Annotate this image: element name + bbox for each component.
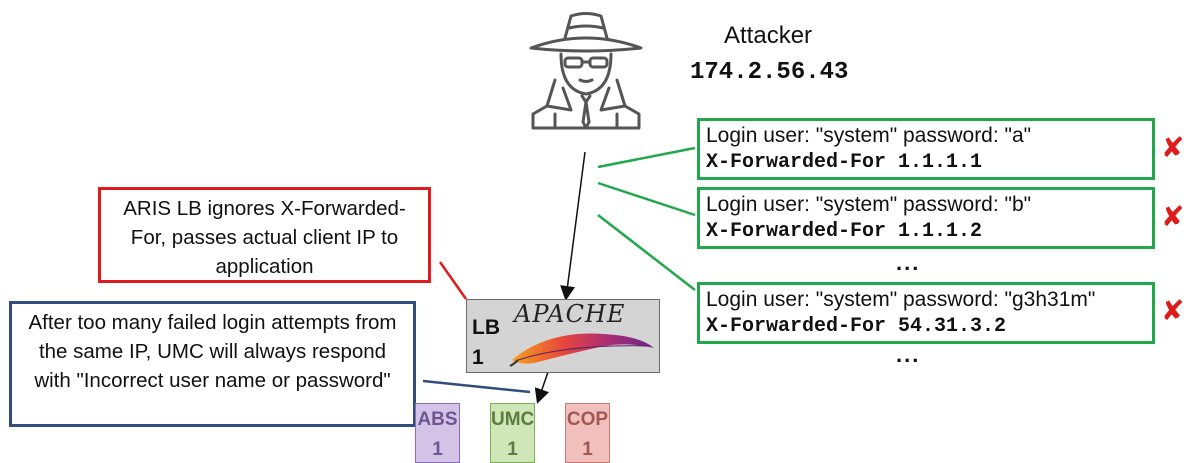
fail-x-icon: ✘ xyxy=(1161,295,1185,326)
xff-header: X-Forwarded-For 1.1.1.2 xyxy=(706,220,983,243)
attacker-name: Attacker xyxy=(724,22,813,49)
lb-to-umc-arrow xyxy=(534,371,550,404)
app-cop: COP 1 xyxy=(565,403,610,463)
app-name: UMC xyxy=(491,409,535,430)
attacker-to-lb-arrow xyxy=(560,151,586,301)
umc-note-text: After too many failed login attempts fro… xyxy=(28,311,397,392)
fail-x-icon: ✘ xyxy=(1161,132,1185,163)
apache-feather-icon xyxy=(509,333,654,367)
load-balancer-box xyxy=(466,299,660,373)
login-credentials: Login user: "system" password: "a" xyxy=(706,124,1032,147)
request-link-1 xyxy=(597,146,696,169)
attacker-ip: 174.2.56.43 xyxy=(690,59,849,86)
spy-icon xyxy=(529,12,643,130)
app-number: 1 xyxy=(507,439,518,460)
request-link-2 xyxy=(597,181,696,217)
app-number: 1 xyxy=(582,439,593,460)
login-request-1: Login user: "system" password: "a" X-For… xyxy=(697,118,1155,180)
app-abs: ABS 1 xyxy=(415,403,460,463)
xff-header: X-Forwarded-For 54.31.3.2 xyxy=(706,315,1007,338)
umc-note-connector xyxy=(422,379,531,394)
umc-note: After too many failed login attempts fro… xyxy=(9,301,416,427)
lb-label-line2: 1 xyxy=(472,346,484,369)
apache-logo-text: APACHE xyxy=(514,300,626,328)
ellipsis-2: ... xyxy=(896,342,921,367)
app-number: 1 xyxy=(432,439,443,460)
lb-label: LB 1 xyxy=(472,313,500,373)
login-request-3: Login user: "system" password: "g3h31m" … xyxy=(697,282,1155,344)
login-credentials: Login user: "system" password: "g3h31m" xyxy=(706,288,1096,311)
app-umc: UMC 1 xyxy=(490,403,535,463)
fail-x-icon: ✘ xyxy=(1161,201,1185,232)
ellipsis-1: ... xyxy=(896,250,921,275)
app-name: ABS xyxy=(417,409,458,430)
lb-note: ARIS LB ignores X-Forwarded-For, passes … xyxy=(98,187,431,283)
lb-note-connector xyxy=(438,261,468,300)
app-name: COP xyxy=(566,409,609,430)
request-link-3 xyxy=(597,214,696,291)
lb-note-text: ARIS LB ignores X-Forwarded-For, passes … xyxy=(123,197,406,278)
xff-header: X-Forwarded-For 1.1.1.1 xyxy=(706,151,983,174)
login-request-2: Login user: "system" password: "b" X-For… xyxy=(697,187,1155,249)
login-credentials: Login user: "system" password: "b" xyxy=(706,193,1032,216)
lb-label-line1: LB xyxy=(472,316,500,339)
